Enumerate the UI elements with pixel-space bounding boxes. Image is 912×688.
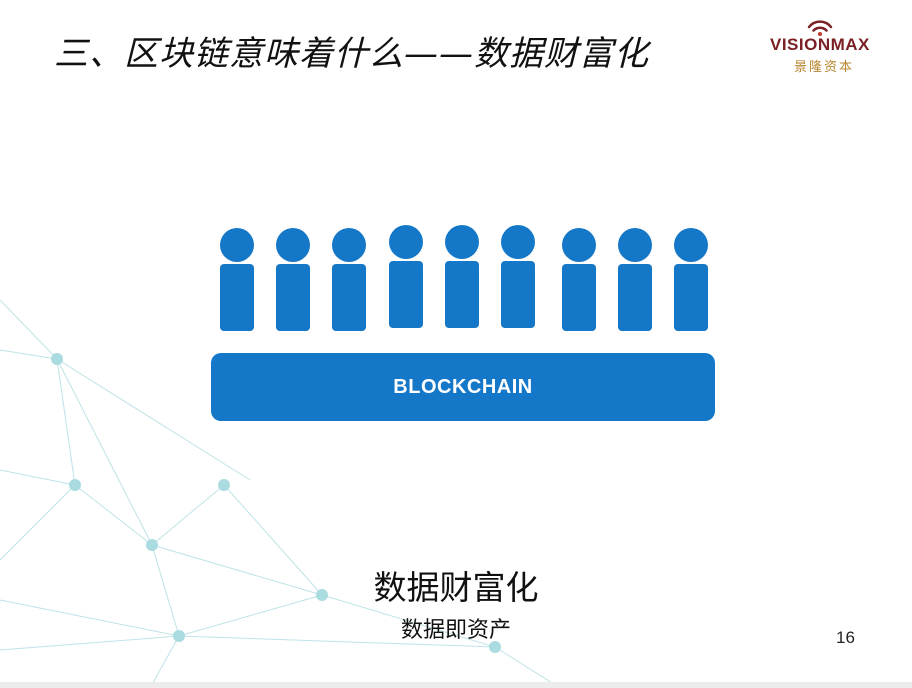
logo-subtitle: 景隆资本 — [794, 60, 855, 75]
person-icon — [389, 225, 423, 328]
logo-wordmark: VISIONMAX — [770, 35, 870, 54]
company-logo: VISIONMAX 景隆资本 — [770, 18, 890, 78]
blockchain-block: BLOCKCHAIN — [211, 353, 715, 421]
person-icon — [562, 228, 596, 331]
slide-title: 三、区块链意味着什么——数据财富化 — [54, 34, 649, 74]
person-icon — [220, 228, 254, 331]
person-icon — [618, 228, 652, 331]
page-number: 16 — [836, 628, 855, 647]
wifi-signal-icon — [807, 20, 833, 36]
blockchain-label: BLOCKCHAIN — [393, 375, 533, 398]
bottom-strip — [0, 682, 912, 688]
slide-heading: 数据财富化 — [373, 568, 539, 607]
person-icon — [674, 228, 708, 331]
person-icon — [501, 225, 535, 328]
person-icon — [332, 228, 366, 331]
person-icon — [445, 225, 479, 328]
slide-caption: 数据即资产 — [400, 618, 511, 643]
person-icon — [276, 228, 310, 331]
